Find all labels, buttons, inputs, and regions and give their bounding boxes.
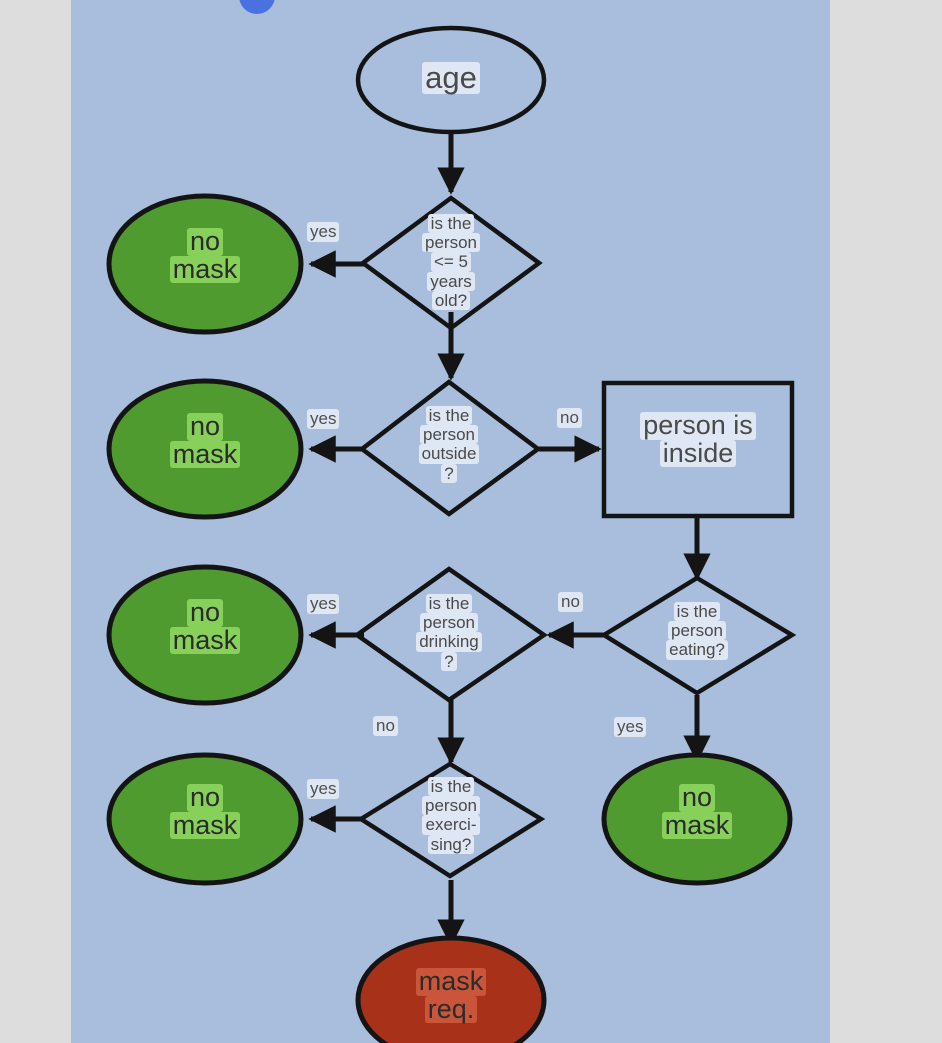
node-age-check[interactable] [359, 195, 543, 331]
edge-label-exercising-yes: yes [307, 779, 340, 799]
node-no-mask-1[interactable] [106, 193, 304, 335]
edge-group [308, 130, 711, 947]
node-person-inside[interactable] [601, 380, 795, 519]
node-exercising[interactable] [356, 761, 546, 879]
node-no-mask-3[interactable] [106, 564, 304, 706]
node-eating[interactable] [599, 575, 797, 696]
flowchart-svg [106, 25, 797, 1043]
edge-label-drinking-yes: yes [307, 594, 340, 614]
node-drinking[interactable] [353, 566, 548, 703]
edge-label-eating-yes: yes [614, 717, 647, 737]
edge-label-outside-yes: yes [307, 409, 340, 429]
node-outside[interactable] [358, 379, 542, 517]
diagram-canvas[interactable]: age is the person <= 5 years old? no mas… [71, 0, 830, 1043]
edge-label-outside-no: no [557, 408, 582, 428]
edge-label-eating-no: no [558, 592, 583, 612]
edge-label-drinking-no: no [373, 716, 398, 736]
node-mask-required[interactable] [355, 935, 547, 1043]
edge-label-agecheck-yes: yes [307, 222, 340, 242]
node-age[interactable] [355, 25, 547, 135]
blue-dot-marker [239, 0, 275, 14]
node-no-mask-4[interactable] [601, 752, 793, 886]
node-no-mask-2[interactable] [106, 378, 304, 520]
node-no-mask-5[interactable] [106, 752, 304, 886]
